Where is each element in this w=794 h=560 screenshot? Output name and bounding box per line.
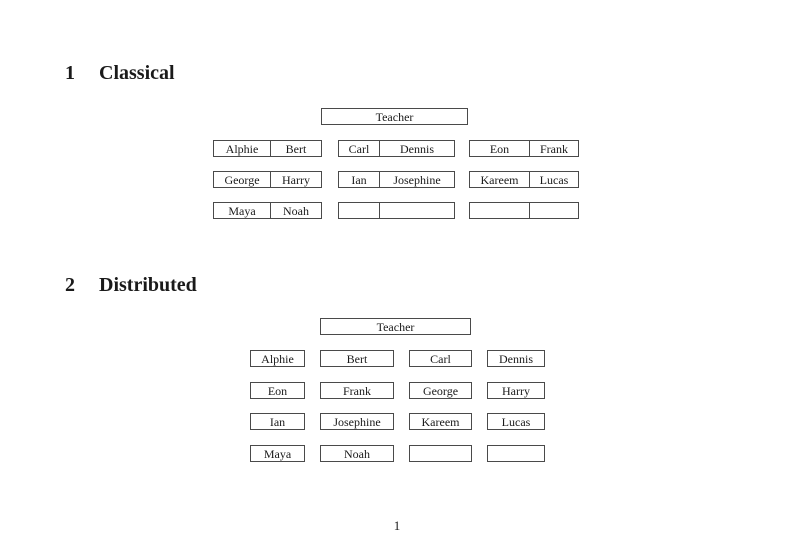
seat: Noah (283, 203, 309, 218)
seat: Josephine (393, 172, 441, 187)
seat: Bert (320, 350, 394, 367)
page-number: 1 (393, 518, 401, 533)
seat: Dennis (487, 350, 545, 367)
seat: Bert (285, 141, 307, 156)
seat: Ian (250, 413, 305, 430)
desk: George Harry (213, 171, 322, 188)
desk (469, 202, 579, 219)
desk: Maya Noah (213, 202, 322, 219)
seat (470, 203, 530, 218)
seat: Alphie (250, 350, 305, 367)
seat: Eon (470, 141, 530, 156)
desk: Ian Josephine (338, 171, 455, 188)
teacher-label: Teacher (376, 319, 415, 334)
seat: Kareem (470, 172, 530, 187)
seat: Maya (250, 445, 305, 462)
desk: Alphie Bert (213, 140, 322, 157)
seat: Frank (540, 141, 568, 156)
seat (530, 203, 578, 218)
section-heading-distributed: 2 Distributed (65, 275, 197, 295)
seat: Harry (487, 382, 545, 399)
seat: Lucas (487, 413, 545, 430)
seat: Frank (320, 382, 394, 399)
seat (380, 203, 454, 218)
desk (338, 202, 455, 219)
seat: Harry (282, 172, 310, 187)
teacher-label: Teacher (375, 109, 414, 124)
seat: George (409, 382, 472, 399)
seat: George (214, 172, 271, 187)
seat: Carl (409, 350, 472, 367)
seat: Alphie (214, 141, 271, 156)
desk: Carl Dennis (338, 140, 455, 157)
seat: Lucas (539, 172, 569, 187)
seat (409, 445, 472, 462)
seat: Josephine (320, 413, 394, 430)
section-title: Distributed (99, 274, 197, 296)
section-heading-classical: 1 Classical (65, 63, 175, 83)
section-number: 1 (65, 62, 75, 84)
teacher-box: Teacher (320, 318, 471, 335)
section-title: Classical (99, 62, 175, 84)
desk: Eon Frank (469, 140, 579, 157)
seat: Noah (320, 445, 394, 462)
seat (339, 203, 380, 218)
seat (487, 445, 545, 462)
seat: Kareem (409, 413, 472, 430)
seat: Carl (339, 141, 380, 156)
desk: Kareem Lucas (469, 171, 579, 188)
seat: Dennis (400, 141, 434, 156)
teacher-box: Teacher (321, 108, 468, 125)
seat: Eon (250, 382, 305, 399)
section-number: 2 (65, 274, 75, 296)
seat: Ian (339, 172, 380, 187)
seat: Maya (214, 203, 271, 218)
